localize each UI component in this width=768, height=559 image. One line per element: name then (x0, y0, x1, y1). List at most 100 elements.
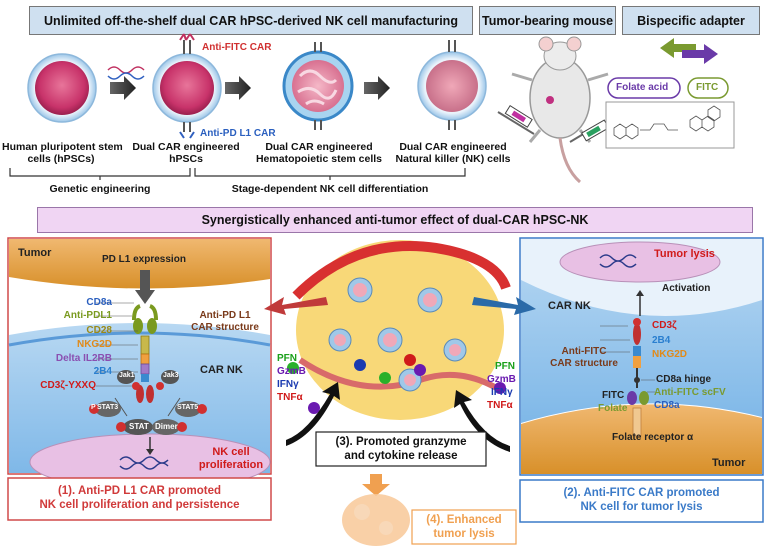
genetic-engineering-label: Genetic engineering (49, 183, 151, 195)
engineered-nk-label-line1: Dual CAR engineered (399, 141, 507, 153)
lysis-line2: tumor lysis (433, 528, 495, 540)
chemical-structure-box (605, 101, 735, 149)
pdl1-structure-label: Anti-PD L1 CAR structure (190, 310, 260, 334)
lysis-box (411, 509, 517, 545)
right-nkg2d-label: NKG2D (652, 349, 688, 360)
mouse-illustration (511, 36, 609, 184)
engineered-hpsc-label-line1: Dual CAR engineered (132, 141, 240, 153)
lysis-label: (4). Enhanced tumor lysis (414, 513, 514, 541)
tumor-lysis-label: Tumor lysis (654, 248, 715, 260)
release-line2: and cytokine release (344, 450, 458, 462)
gzmb-right-label: GzmB (487, 374, 516, 385)
gzmb-left-label: GzmB (277, 366, 306, 377)
process-arrow (110, 76, 390, 100)
stat3-label: STAT3 (97, 404, 119, 411)
release-label: (3). Promoted granzyme and cytokine rele… (318, 435, 484, 463)
pdl1-structure-line1: Anti-PD L1 (199, 310, 251, 321)
manufacturing-title: Unlimited off-the-shelf dual CAR hPSC-de… (29, 6, 473, 35)
left-caption-line2: NK cell proliferation and persistence (39, 499, 240, 511)
hpsc-label-line1: Human pluripotent stem (2, 141, 123, 153)
hpsc-label-line2: cells (hPSCs) (27, 153, 95, 165)
right-cd8a-label: CD8a (654, 400, 680, 411)
engineered-nk-cell (417, 40, 487, 130)
engineered-hsc-label-line2: Hematopoietic stem cells (255, 153, 383, 165)
stat5-label: STAT5 (177, 404, 199, 411)
anti-pdl1-label: Anti-PDL1 (63, 310, 112, 321)
cd28-label: CD28 (86, 325, 112, 336)
jak1-label: Jak1 (119, 372, 135, 379)
cd3z-yxxq-label: CD3ζ-YXXQ (40, 380, 96, 391)
engineered-hsc-label-line1: Dual CAR engineered (265, 141, 373, 153)
synergy-title: Synergistically enhanced anti-tumor effe… (37, 207, 753, 233)
left-caption-line1: (1). Anti-PD L1 CAR promoted (57, 485, 222, 497)
pfn-left-label: PFN (277, 353, 297, 364)
engineered-nk-label-line2: Natural killer (NK) cells (395, 153, 511, 165)
stage-brackets (9, 168, 466, 180)
curved-black-arrows (286, 382, 510, 452)
lysis-arrow (342, 474, 410, 546)
proliferation-label: NK cell proliferation (196, 446, 266, 472)
lysis-line1: (4). Enhanced (426, 514, 502, 526)
ifng-right-label: IFNγ (491, 387, 513, 398)
adapter-arrows-icon (660, 38, 718, 64)
pdl1-expression-label: PD L1 expression (102, 254, 186, 265)
stat-label: STAT (129, 422, 149, 431)
anti-fitc-car-label: Anti-FITC CAR (202, 42, 272, 53)
fitc-adapter-label: FITC (696, 82, 719, 93)
hpsc-label: Human pluripotent stem cells (hPSCs) (2, 141, 123, 165)
left-car-nk-label: CAR NK (200, 364, 243, 376)
left-caption: (1). Anti-PD L1 CAR promoted NK cell pro… (10, 484, 269, 512)
left-panel (7, 237, 272, 491)
tumor-tissue-illustration (292, 240, 511, 420)
jak3-label: Jak3 (163, 372, 179, 379)
hpsc-cell (27, 53, 97, 123)
right-caption-line2: NK cell for tumor lysis (580, 501, 703, 513)
anti-fitc-scfv-label: Anti-FITC scFV (654, 387, 726, 398)
pfn-right-label: PFN (495, 361, 515, 372)
nkg2d-label: NKG2D (76, 339, 112, 350)
cytokine-granules (287, 354, 506, 414)
anti-pdl1-car-label: Anti-PD L1 CAR (200, 128, 276, 139)
right-folate-label: Folate (598, 403, 628, 414)
direction-arrows (264, 297, 536, 315)
pdl1-structure-line2: CAR structure (191, 322, 259, 333)
fitc-structure-label: Anti-FITC CAR structure (548, 346, 620, 370)
cd8a-hinge-label: CD8a hinge (656, 374, 712, 385)
adapter-title: Bispecific adapter (622, 6, 760, 35)
chemical-structure-icon (613, 105, 721, 140)
right-panel (519, 237, 764, 476)
differentiation-label: Stage-dependent NK cell differentiation (231, 183, 429, 195)
left-caption-box (7, 477, 272, 521)
proliferation-line2: proliferation (198, 459, 264, 471)
engineered-hpsc-label-line2: hPSCs (169, 153, 203, 165)
syringe-left-icon (497, 105, 535, 135)
activation-label: Activation (662, 283, 711, 294)
right-fitc-label: FITC (602, 390, 625, 401)
right-caption-box (519, 479, 764, 523)
cd3z-label: CD3ζ (652, 320, 677, 331)
right-caption: (2). Anti-FITC CAR promoted NK cell for … (522, 486, 761, 514)
fitc-pill (687, 77, 729, 99)
fitc-structure-line1: Anti-FITC (561, 346, 607, 357)
fitc-structure-line2: CAR structure (550, 358, 618, 369)
folate-receptor-label: Folate receptor α (612, 432, 694, 443)
engineered-hsc-cell (282, 42, 354, 130)
right-caption-line1: (2). Anti-FITC CAR promoted (563, 487, 720, 499)
engineered-hsc-label: Dual CAR engineered Hematopoietic stem c… (252, 141, 386, 165)
mouse-title: Tumor-bearing mouse (479, 6, 616, 35)
right-2b4-label: 2B4 (652, 335, 671, 346)
right-tumor-label: Tumor (712, 457, 746, 469)
right-car-nk-label: CAR NK (548, 300, 591, 312)
release-box (315, 431, 487, 467)
delta-il2rb-label: Delta IL2RB (55, 353, 112, 364)
engineered-nk-label: Dual CAR engineered Natural killer (NK) … (388, 141, 518, 165)
release-line1: (3). Promoted granzyme (335, 436, 467, 448)
tnfa-right-label: TNFα (487, 400, 513, 411)
engineered-hpsc-cell (152, 33, 222, 139)
proliferation-line1: NK cell (212, 446, 250, 458)
dimer-label: Dimer (155, 422, 178, 431)
folate-acid-pill (607, 77, 681, 99)
phospho-p-label: P (91, 404, 96, 411)
2b4-label: 2B4 (93, 366, 112, 377)
